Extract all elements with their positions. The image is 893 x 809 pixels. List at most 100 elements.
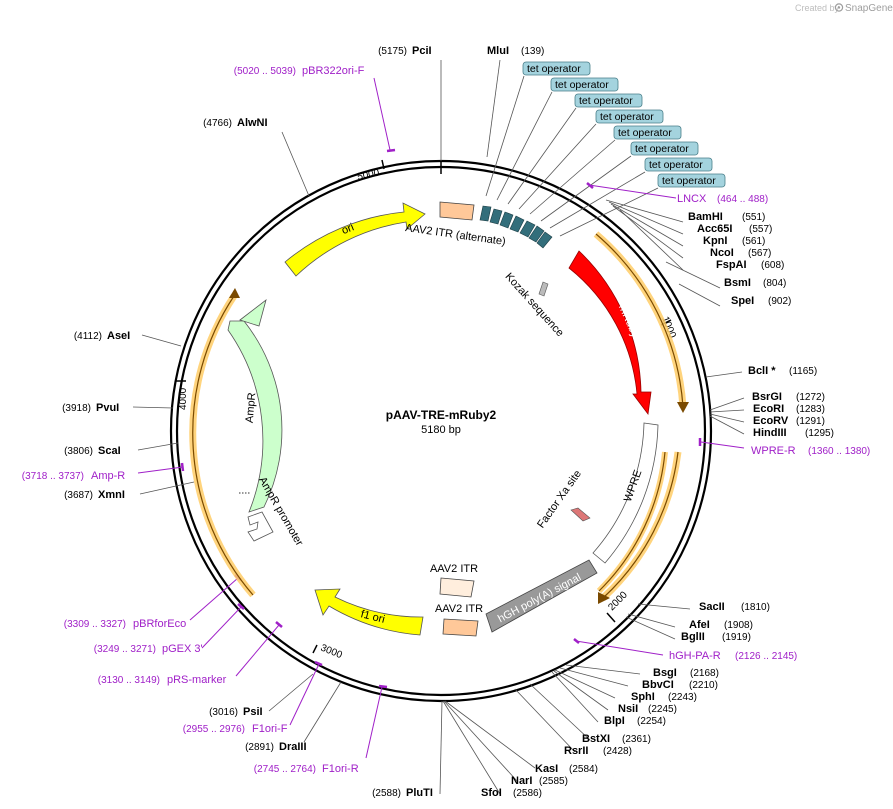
site-afei: AfeI xyxy=(689,619,710,631)
site-nari: NarI xyxy=(511,775,532,787)
site-pos-rsrii: (2428) xyxy=(603,746,632,757)
site-acc65i: Acc65I xyxy=(697,223,732,235)
tet-leader-lines xyxy=(485,75,659,237)
primer-pbrforeco: pBRforEco xyxy=(133,618,186,630)
primer-range-wpre-r: (1360 .. 1380) xyxy=(808,446,870,457)
primer-pbr322ori-f: pBR322ori-F xyxy=(302,65,365,77)
primer-pgex3: pGEX 3' xyxy=(162,643,203,655)
site-bsrgi: BsrGI xyxy=(752,391,782,403)
tet-operator-label-5: tet operator xyxy=(618,127,672,139)
site-alwni: AlwNI xyxy=(237,117,268,129)
f1ori-feature xyxy=(314,588,424,636)
site-blpi: BlpI xyxy=(604,715,625,727)
site-sphi: SphI xyxy=(631,691,655,703)
hgh-label: hGH poly(A) signal xyxy=(496,571,583,625)
site-pos-draiii: (2891) xyxy=(245,742,274,753)
site-pos-ecorv: (1291) xyxy=(796,416,825,427)
site-leader-lines xyxy=(132,59,745,795)
site-pos-spei: (902) xyxy=(768,296,791,307)
tet-operator-label-7: tet operator xyxy=(649,159,703,171)
mruby2-feature xyxy=(568,250,652,416)
site-pos-pcii: (5175) xyxy=(378,46,407,57)
primer-prs-marker: pRS-marker xyxy=(167,674,227,686)
ampr-arrowhead xyxy=(239,298,267,327)
site-pos-nsii: (2245) xyxy=(648,704,677,715)
factor-xa-label: Factor Xa site xyxy=(535,468,584,530)
tick-3000: 3000 xyxy=(319,643,344,662)
primer-range-amp-r: (3718 .. 3737) xyxy=(22,471,84,482)
site-pos-alwni: (4766) xyxy=(203,118,232,129)
ampr-body xyxy=(227,320,283,513)
site-bsmi: BsmI xyxy=(724,277,751,289)
primer-wpre-r: WPRE-R xyxy=(751,445,796,457)
tick-5000: 5000 xyxy=(356,167,380,182)
tet-operator-label-8: tet operator xyxy=(662,175,716,187)
aav2-itr-2-label: AAV2 ITR xyxy=(435,603,483,615)
site-rsrii: RsrII xyxy=(564,745,588,757)
site-sfoi: SfoI xyxy=(481,787,502,799)
primer-binding-marks xyxy=(180,148,702,689)
tick-4000: 4000 xyxy=(178,387,189,410)
primer-range-pbrforeco: (3309 .. 3327) xyxy=(64,619,126,630)
site-mlui: MluI xyxy=(487,45,509,57)
site-ecorv: EcoRV xyxy=(753,415,789,427)
site-pos-ncoi: (567) xyxy=(748,248,771,259)
tet-operator-boxes xyxy=(479,205,553,249)
site-pos-fspai: (608) xyxy=(761,260,784,271)
tet-operator-label-1: tet operator xyxy=(527,63,581,75)
primer-hgh-pa-r: hGH-PA-R xyxy=(669,650,721,662)
plasmid-name: pAAV-TRE-mRuby2 xyxy=(386,408,497,422)
site-spei: SpeI xyxy=(731,295,754,307)
site-pos-scai: (3806) xyxy=(64,446,93,457)
site-scai: ScaI xyxy=(98,445,121,457)
primer-range-lncx: (464 .. 488) xyxy=(717,194,768,205)
aav2-itr-feature xyxy=(439,577,475,598)
factor-xa-feature xyxy=(570,507,591,522)
site-pvui: PvuI xyxy=(96,402,119,414)
site-pos-pvui: (3918) xyxy=(62,403,91,414)
primer-range-f1ori-r: (2745 .. 2764) xyxy=(254,764,316,775)
site-pos-mlui: (139) xyxy=(521,46,544,57)
snapgene-brand: SnapGene xyxy=(845,3,893,14)
site-pos-sfoi: (2586) xyxy=(513,788,542,799)
tet-operator-label-3: tet operator xyxy=(579,95,633,107)
site-bamhi: BamHI xyxy=(688,211,723,223)
site-pos-nari: (2585) xyxy=(539,776,568,787)
site-draiii: DraIII xyxy=(279,741,307,753)
site-pos-sphi: (2243) xyxy=(668,692,697,703)
tet-operator-label-4: tet operator xyxy=(600,111,654,123)
primer-range-prs-marker: (3130 .. 3149) xyxy=(98,675,160,686)
ampr-label: AmpR xyxy=(244,392,259,424)
site-pluti: PluTI xyxy=(406,787,433,799)
site-kpni: KpnI xyxy=(703,235,727,247)
site-asei: AseI xyxy=(107,330,130,342)
primer-range-f1ori-f: (2955 .. 2976) xyxy=(183,724,245,735)
site-xmni: XmnI xyxy=(98,489,125,501)
site-ncoi: NcoI xyxy=(710,247,734,259)
ampr-promoter-feature xyxy=(247,511,274,542)
aav2-itr-alt-label: AAV2 ITR (alternate) xyxy=(404,222,506,248)
site-nsii: NsiI xyxy=(618,703,638,715)
tet-operator-labels: tet operator tet operator tet operator t… xyxy=(522,61,726,188)
ori-feature xyxy=(284,202,426,277)
site-bsgi: BsgI xyxy=(653,667,677,679)
site-pos-afei: (1908) xyxy=(724,620,753,631)
site-pos-bsrgi: (1272) xyxy=(796,392,825,403)
backbone-ticks xyxy=(176,159,672,654)
site-pos-bbvci: (2210) xyxy=(689,680,718,691)
site-pos-hindiii: (1295) xyxy=(805,428,834,439)
kozak-label: Kozak sequence xyxy=(503,271,566,339)
site-fspai: FspAI xyxy=(716,259,747,271)
hgh-polya-feature xyxy=(485,559,598,633)
site-pos-bglii: (1919) xyxy=(722,632,751,643)
site-pos-kasi: (2584) xyxy=(569,764,598,775)
primer-range-pgex3: (3249 .. 3271) xyxy=(94,644,156,655)
site-pos-acc65i: (557) xyxy=(749,224,772,235)
snapgene-logo-icon xyxy=(834,3,844,12)
site-kasi: KasI xyxy=(535,763,558,775)
plasmid-length: 5180 bp xyxy=(421,424,461,436)
site-bglii: BglII xyxy=(681,631,705,643)
site-psii: PsiI xyxy=(243,706,263,718)
